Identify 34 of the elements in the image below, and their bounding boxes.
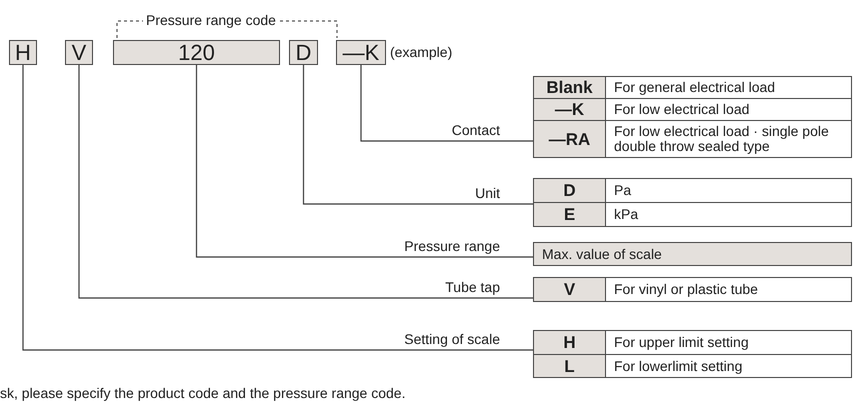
connector-line [302,65,533,205]
code-cell: —RA [533,120,606,158]
description-cell: For vinyl or plastic tube [605,277,852,302]
connector-line [78,65,533,299]
description-cell: For lowerlimit setting [605,354,852,378]
field-label: Pressure range [404,238,500,254]
code-cell: Blank [533,76,606,99]
description-cell: Max. value of scale [533,242,852,266]
description-cell: Pa [605,178,852,203]
field-label: Contact [452,122,500,138]
connector-line [22,65,533,351]
example-note: (example) [390,44,452,60]
code-cell: H [533,330,606,355]
description-cell: kPa [605,202,852,227]
field-label: Tube tap [445,279,500,295]
description-cell: For upper limit setting [605,330,852,355]
bracket-label: Pressure range code [143,12,279,28]
code-box: H [9,40,37,65]
connector-line [196,65,533,258]
code-cell: L [533,354,606,378]
code-cell: D [533,178,606,203]
code-box: D [289,40,318,65]
field-label: Setting of scale [404,331,500,347]
code-cell: —K [533,98,606,121]
field-label: Unit [475,185,500,201]
code-cell: E [533,202,606,227]
code-cell: V [533,277,606,302]
code-box: V [65,40,93,65]
description-cell: For low electrical load · single pole double throw sealed type [605,120,852,158]
connector-line [360,65,533,142]
description-cell: For general electrical load [605,76,852,99]
footnote: sk, please specify the product code and the pressure range code. [0,385,406,401]
code-box: 120 [113,40,280,65]
code-box: —K [336,40,386,65]
